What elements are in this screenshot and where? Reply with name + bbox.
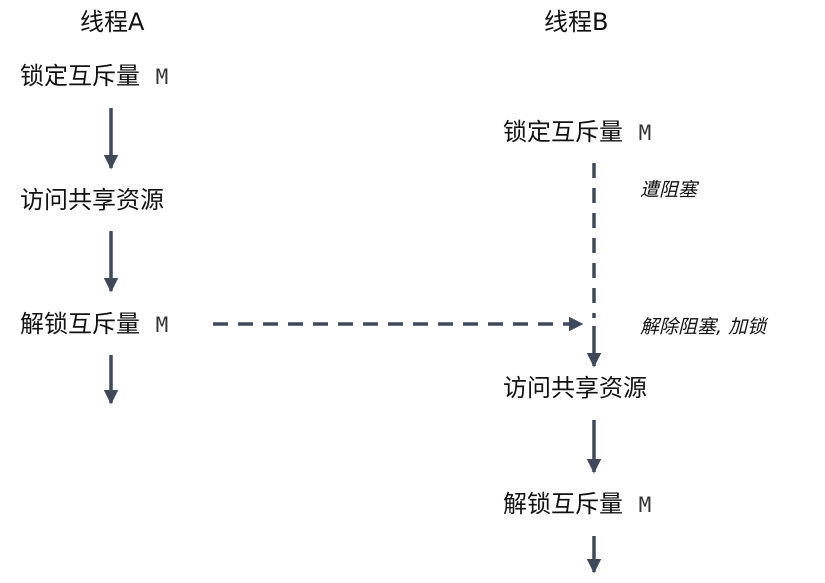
thread-b-step-access: 访问共享资源	[503, 374, 647, 402]
step-text: 解锁互斥量	[20, 310, 140, 338]
thread-a-step-lock: 锁定互斥量 M	[20, 64, 168, 88]
unblocked-note: 解除阻塞, 加锁	[640, 316, 767, 338]
thread-a-step-unlock: 解锁互斥量 M	[20, 312, 168, 336]
step-text: 解锁互斥量	[503, 490, 623, 518]
thread-b-step-unlock: 解锁互斥量 M	[503, 492, 651, 516]
thread-b-title: 线程B	[544, 8, 609, 36]
thread-a-step-access: 访问共享资源	[20, 186, 164, 214]
mutex-name: M	[638, 493, 652, 517]
step-text: 锁定互斥量	[20, 62, 140, 90]
thread-a-title: 线程A	[80, 8, 145, 36]
blocked-note: 遭阻塞	[640, 179, 698, 201]
mutex-name: M	[155, 313, 169, 337]
mutex-name: M	[638, 121, 652, 145]
mutex-name: M	[155, 65, 169, 89]
step-text: 锁定互斥量	[503, 118, 623, 146]
thread-b-step-lock: 锁定互斥量 M	[503, 120, 651, 144]
